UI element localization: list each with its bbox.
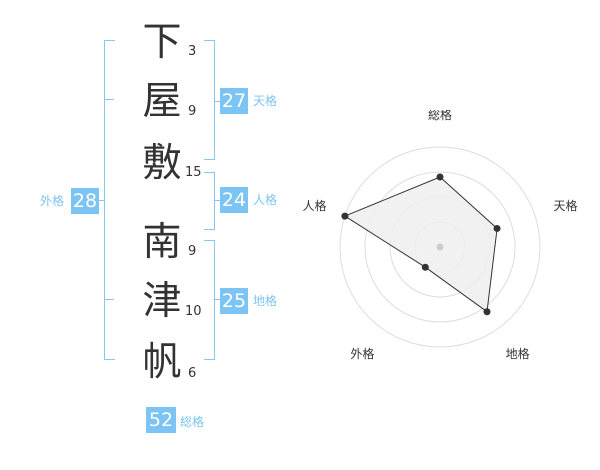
radar-point-2 (493, 224, 501, 232)
name-char-3: 敷 (142, 141, 182, 186)
stroke-count-2: 9 (188, 104, 197, 119)
radar-point-1 (436, 173, 444, 181)
gaikaku-bracket (104, 40, 115, 360)
radar-point-4 (421, 263, 429, 271)
tenkaku-bracket (204, 40, 215, 160)
tenkaku-label: 天格 (253, 94, 278, 108)
soukaku-label: 総格 (180, 415, 205, 429)
soukaku-badge: 52 (146, 407, 176, 433)
radar-ring-4 (339, 146, 541, 348)
tenkaku-connector (214, 101, 222, 102)
gaikaku-label: 外格 (40, 194, 65, 208)
radar-axis-label-2: 天格 (554, 198, 578, 213)
stroke-count-6: 6 (188, 366, 197, 381)
name-char-1: 下 (142, 20, 182, 65)
tenkaku-badge: 27 (220, 88, 248, 114)
name-char-5: 津 (142, 279, 182, 324)
gaikaku-tick-lower (104, 299, 114, 300)
chikaku-bracket (204, 240, 215, 360)
jinkaku-connector (214, 200, 222, 201)
gaikaku-connector (97, 200, 105, 201)
jinkaku-bracket (204, 172, 215, 230)
chikaku-badge: 25 (220, 288, 248, 314)
name-char-2: 屋 (142, 79, 182, 124)
stroke-count-5: 10 (185, 304, 202, 319)
radar-ring-3 (364, 171, 516, 323)
radar-axis-label-4: 外格 (350, 346, 374, 361)
stroke-count-1: 3 (188, 44, 197, 59)
radar-center-dot (436, 243, 444, 251)
jinkaku-badge: 24 (220, 187, 248, 213)
stroke-count-4: 9 (188, 244, 197, 259)
radar-series-area (343, 176, 498, 313)
jinkaku-label: 人格 (253, 193, 278, 207)
radar-axis-label-1: 総格 (428, 110, 452, 122)
gaikaku-tick-upper (104, 99, 114, 100)
chikaku-label: 地格 (253, 294, 278, 308)
radar-point-3 (483, 308, 491, 316)
radar-axis-label-3: 地格 (506, 346, 530, 361)
gaikaku-badge: 28 (71, 188, 99, 214)
name-char-4: 南 (142, 220, 182, 265)
radar-point-5 (341, 212, 349, 220)
radar-axis-label-5: 人格 (302, 198, 326, 213)
chikaku-connector (214, 299, 222, 300)
stroke-count-3: 15 (185, 165, 202, 180)
name-char-6: 帆 (142, 340, 182, 385)
